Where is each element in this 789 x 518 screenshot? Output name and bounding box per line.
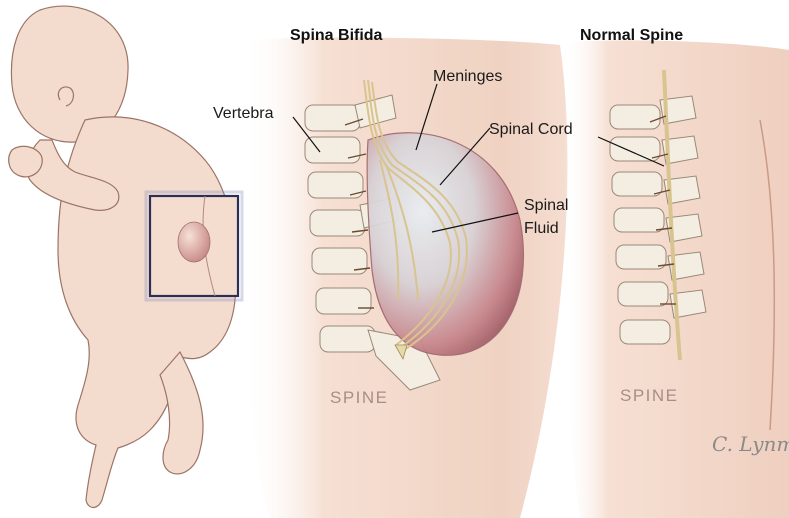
label-vertebra: Vertebra: [213, 104, 273, 123]
label-spinal-cord: Spinal Cord: [489, 120, 573, 139]
artist-signature: C. Lynm: [712, 432, 789, 456]
baby-leg: [160, 352, 203, 474]
label-meninges: Meninges: [433, 67, 502, 86]
title-normal-spine: Normal Spine: [580, 27, 683, 45]
spine-caption-left: SPINE: [330, 388, 389, 408]
title-spina-bifida: Spina Bifida: [290, 27, 382, 45]
spine-caption-right: SPINE: [620, 386, 679, 406]
baby-hand: [9, 146, 42, 177]
inset-box: [146, 192, 242, 300]
spina-bifida-panel: [242, 38, 568, 518]
label-spinal-fluid-2: Fluid: [524, 219, 559, 238]
label-spinal-fluid-1: Spinal: [524, 196, 568, 215]
